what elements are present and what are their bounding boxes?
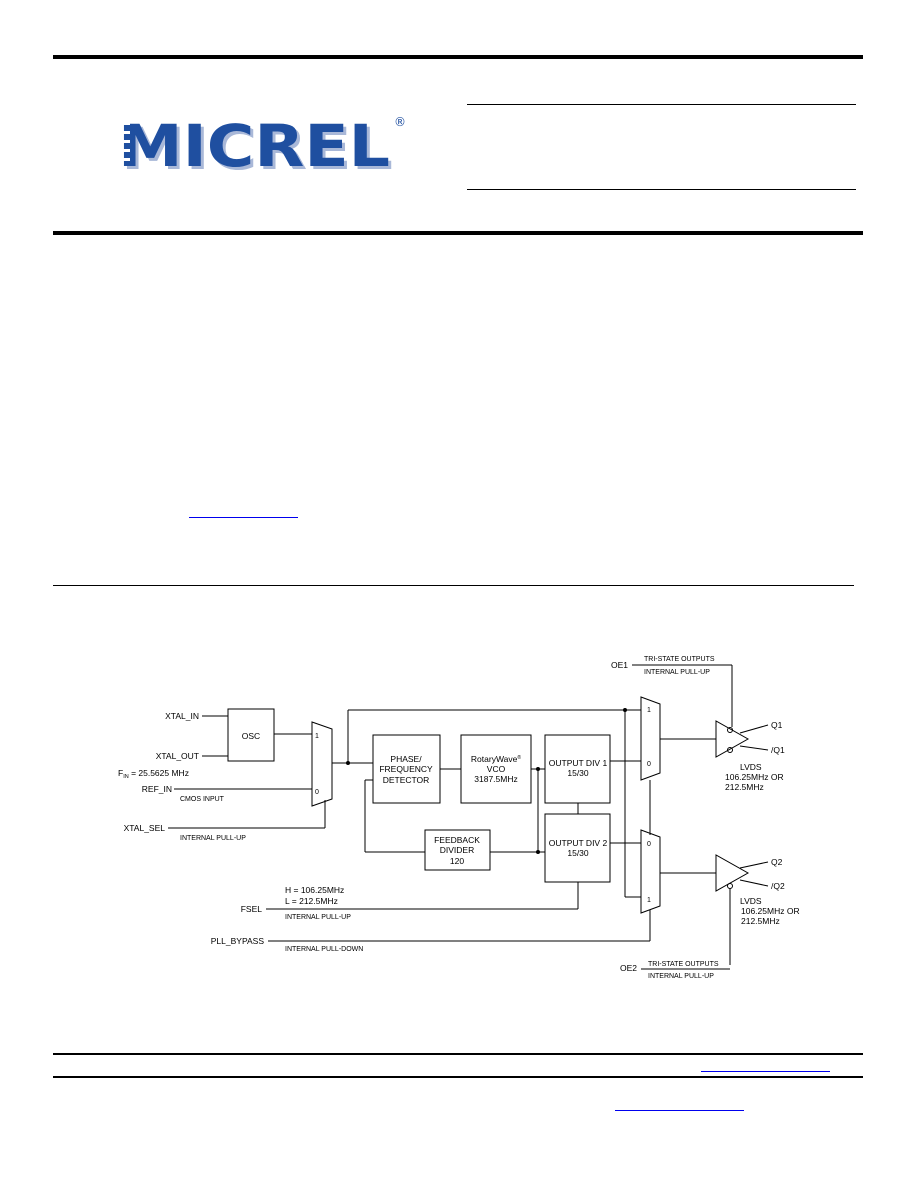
xtal-sel-label: XTAL_SEL	[124, 823, 166, 833]
fsel-label: FSEL	[241, 904, 263, 914]
fb-line3: 120	[450, 856, 464, 866]
q1n-label: /Q1	[771, 745, 785, 755]
div2-line2: 15/30	[567, 848, 589, 858]
lvds2-line3: 212.5MHz	[741, 916, 780, 926]
mux-bot-in0: 0	[647, 841, 651, 848]
cmos-input-label: CMOS INPUT	[180, 796, 225, 803]
oe1-label: OE1	[611, 660, 628, 670]
footer-rule-upper	[53, 1053, 863, 1055]
pfd-line3: DETECTOR	[383, 775, 430, 785]
pfd-line1: PHASE/	[390, 754, 422, 764]
header-right-rule-upper	[467, 104, 856, 105]
header-right-rule-lower	[467, 189, 856, 190]
mux-top-in1: 1	[647, 707, 651, 714]
oe1-note2: INTERNAL PULL-UP	[644, 669, 710, 676]
lvds1-line1: LVDS	[740, 762, 762, 772]
header-bottom-rule	[53, 231, 863, 235]
div1-line1: OUTPUT DIV 1	[549, 758, 608, 768]
mux-top-in0: 0	[647, 761, 651, 768]
svg-text:MICREL: MICREL	[121, 115, 393, 174]
oe2-note2: INTERNAL PULL-UP	[648, 973, 714, 980]
svg-text:MICREL: MICREL	[118, 112, 390, 174]
div1-line2: 15/30	[567, 768, 589, 778]
vco-line3: 3187.5MHz	[474, 774, 517, 784]
mux1-in1: 1	[315, 733, 319, 740]
xtal-in-label: XTAL_IN	[165, 711, 199, 721]
body-link[interactable]	[189, 517, 298, 518]
svg-text:®: ®	[394, 115, 406, 129]
vco-line1: RotaryWave®	[471, 754, 521, 764]
mux1-in0: 0	[315, 789, 319, 796]
q1-label: Q1	[771, 720, 783, 730]
div2-line1: OUTPUT DIV 2	[549, 838, 608, 848]
xtal-out-label: XTAL_OUT	[156, 751, 199, 761]
osc-label: OSC	[242, 731, 260, 741]
mux-bot-in1: 1	[647, 897, 651, 904]
fsel-h: H = 106.25MHz	[285, 885, 344, 895]
fb-line2: DIVIDER	[440, 845, 474, 855]
vco-line2: VCO	[487, 764, 506, 774]
header-top-rule	[53, 55, 863, 59]
lvds2-line2: 106.25MHz OR	[741, 906, 800, 916]
oe1-note1: TRI-STATE OUTPUTS	[644, 656, 715, 663]
pll-bypass-note: INTERNAL PULL-DOWN	[285, 946, 363, 953]
pll-bypass-label: PLL_BYPASS	[211, 936, 265, 946]
lvds1-line2: 106.25MHz OR	[725, 772, 784, 782]
fin-label: FIN = 25.5625 MHz	[118, 768, 189, 780]
oe2-note1: TRI-STATE OUTPUTS	[648, 961, 719, 968]
q2-label: Q2	[771, 857, 783, 867]
pfd-line2: FREQUENCY	[379, 764, 433, 774]
fsel-note: INTERNAL PULL-UP	[285, 914, 351, 921]
fsel-l: L = 212.5MHz	[285, 896, 338, 906]
company-logo: MICREL MICREL ®	[108, 112, 408, 183]
section-rule	[53, 585, 854, 586]
q2n-label: /Q2	[771, 881, 785, 891]
ref-in-label: REF_IN	[142, 784, 172, 794]
footer-link-2[interactable]	[615, 1110, 744, 1111]
fb-line1: FEEDBACK	[434, 835, 480, 845]
oe2-label: OE2	[620, 963, 637, 973]
lvds2-line1: LVDS	[740, 896, 762, 906]
lvds1-line3: 212.5MHz	[725, 782, 764, 792]
xtal-sel-note: INTERNAL PULL-UP	[180, 835, 246, 842]
footer-link-1[interactable]	[701, 1071, 830, 1072]
footer-rule-lower	[53, 1076, 863, 1078]
